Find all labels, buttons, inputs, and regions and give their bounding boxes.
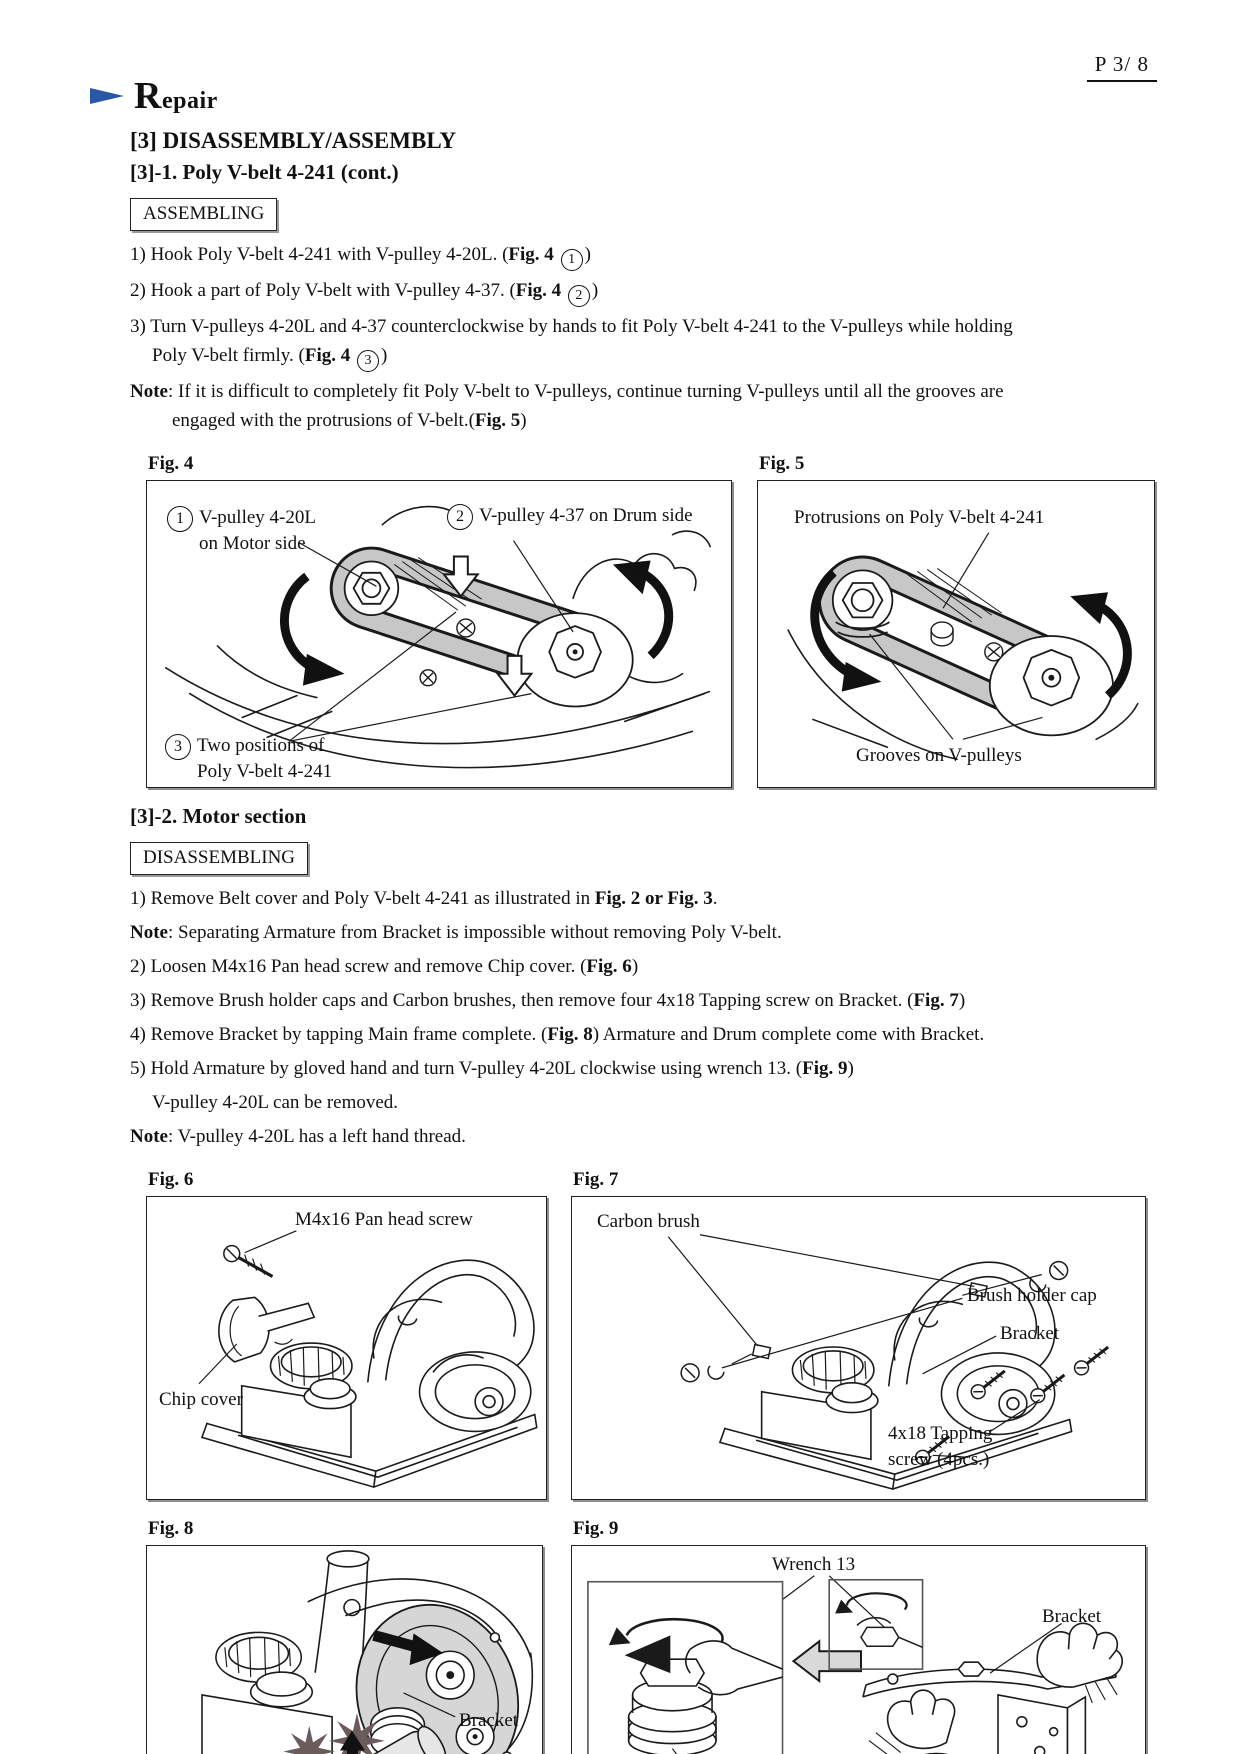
figure-row-8-9: Fig. 8: [146, 1508, 1155, 1754]
disassembling-note-1: Note: Separating Armature from Bracket i…: [130, 922, 782, 943]
repair-header: Repair: [90, 74, 1155, 118]
circled-number: 2: [447, 504, 473, 530]
rotation-arrow-icon: [845, 1592, 908, 1611]
chip-cover-part: [218, 1296, 316, 1363]
figure-9-panel: Wrench 13 V-pulley 4-20L Bracket Armatur…: [571, 1545, 1146, 1754]
figure-5-label-grooves: Grooves on V-pulleys: [856, 745, 1022, 766]
figure-8: Fig. 8: [146, 1508, 543, 1754]
gloved-hand-part: [1036, 1622, 1124, 1704]
belt-position-arrow-icon: [441, 555, 534, 698]
disassembling-step-1: 1) Remove Belt cover and Poly V-belt 4-2…: [130, 888, 718, 909]
figure-4-label-motor: 1 V-pulley 4-20L on Motor side: [167, 505, 316, 557]
figure-7-label-brush-holder-cap: Brush holder cap: [967, 1285, 1097, 1306]
circled-number: 3: [165, 734, 191, 760]
zoom-arrow-icon: [791, 1639, 862, 1684]
brush-bracket-illustration: [667, 1234, 1110, 1490]
chip-cover-illustration: [198, 1230, 538, 1488]
figure-7-caption: Fig. 7: [573, 1169, 619, 1190]
disassembling-step-5-cont: V-pulley 4-20L can be removed.: [152, 1092, 399, 1113]
disassembling-step-5: 5) Hold Armature by gloved hand and turn…: [130, 1058, 854, 1079]
figure-8-panel: Bracket: [146, 1545, 543, 1754]
page-title: Repair: [134, 75, 218, 117]
figure-8-caption: Fig. 8: [148, 1518, 194, 1539]
disassembling-step-4: 4) Remove Bracket by tapping Main frame …: [130, 1024, 985, 1045]
figure-5-label-protrusions: Protrusions on Poly V-belt 4-241: [794, 507, 1045, 528]
figure-7-label-tapping-screw: 4x18 Tapping screw (4pcs.): [888, 1423, 993, 1470]
assembling-steps: 1) Hook Poly V-belt 4-241 with V-pulley …: [130, 240, 1138, 435]
belt-grooves-illustration: [787, 532, 1139, 760]
wrench-pulley-illustration: [587, 1575, 1124, 1754]
disassembling-note-2: Note: V-pulley 4-20L has a left hand thr…: [130, 1126, 466, 1147]
pan-head-screw-part: [223, 1244, 274, 1278]
figure-4-label-drum: 2 V-pulley 4-37 on Drum side: [447, 503, 693, 530]
figure-4: Fig. 4: [146, 443, 732, 788]
figure-7-panel: Carbon brush Brush holder cap Bracket 4x…: [571, 1196, 1146, 1500]
bracket-tapping-illustration: [201, 1550, 534, 1754]
subsection-heading-motor: [3]-2. Motor section: [130, 804, 307, 828]
figure-8-label-bracket: Bracket: [459, 1710, 519, 1731]
figure-4-caption: Fig. 4: [148, 453, 194, 474]
rotation-arrow-icon: [625, 1617, 724, 1642]
figure-5: Fig. 5: [757, 443, 1155, 788]
disassembling-step-3: 3) Remove Brush holder caps and Carbon b…: [130, 990, 966, 1011]
figure-6: Fig. 6: [146, 1159, 547, 1500]
figure-9-caption: Fig. 9: [573, 1518, 619, 1539]
mallet-part: [342, 1725, 447, 1754]
figure-6-label-screw: M4x16 Pan head screw: [295, 1209, 473, 1230]
figure-5-panel: Protrusions on Poly V-belt 4-241 Grooves…: [757, 480, 1155, 788]
planer-belt-illustration: [164, 505, 712, 769]
rotation-arrow-icon: [810, 569, 1132, 699]
tap-direction-arrow-icon: [340, 1730, 365, 1754]
figure-9-label-wrench: Wrench 13: [772, 1554, 856, 1575]
figure-4-panel: 1 V-pulley 4-20L on Motor side 2 V-pulle…: [146, 480, 732, 788]
circled-number: 1: [167, 506, 193, 532]
disassembling-label: DISASSEMBLING: [130, 842, 309, 875]
turn-direction-arrow-icon: [624, 1635, 671, 1674]
figure-6-label-chip-cover: Chip cover: [159, 1389, 243, 1410]
figure-row-4-5: Fig. 4: [146, 443, 1155, 788]
figure-5-caption: Fig. 5: [759, 453, 805, 474]
assembling-note: Note: If it is difficult to completely f…: [130, 381, 1004, 431]
assembling-step-3: 3) Turn V-pulleys 4-20L and 4-37 counter…: [130, 312, 1138, 372]
page-number: P 3/ 8: [1086, 52, 1157, 82]
figure-6-caption: Fig. 6: [148, 1169, 194, 1190]
assembling-step-2: 2) Hook a part of Poly V-belt with V-pul…: [130, 276, 1138, 307]
rotation-arrow-icon: [280, 566, 674, 672]
assembling-label: ASSEMBLING: [130, 198, 278, 231]
tapping-screw-parts: [914, 1345, 1110, 1465]
figure-6-panel: M4x16 Pan head screw Chip cover: [146, 1196, 547, 1500]
disassembling-steps: 1) Remove Belt cover and Poly V-belt 4-2…: [130, 884, 1138, 1151]
figure-4-label-positions: 3 Two positions of Poly V-belt 4-241: [165, 733, 332, 785]
gloved-hand-part: [868, 1689, 956, 1754]
arrow-right-icon: [90, 88, 124, 104]
figure-7: Fig. 7: [571, 1159, 1146, 1500]
figure-7-label-bracket: Bracket: [1000, 1323, 1060, 1344]
assembling-step-1: 1) Hook Poly V-belt 4-241 with V-pulley …: [130, 240, 1138, 271]
disassembling-step-2: 2) Loosen M4x16 Pan head screw and remov…: [130, 956, 639, 977]
section-heading: [3] DISASSEMBLY/ASSEMBLY: [130, 128, 457, 153]
figure-row-6-7: Fig. 6: [146, 1159, 1155, 1500]
figure-7-label-carbon-brush: Carbon brush: [597, 1211, 700, 1232]
drum-complete-part: [997, 1693, 1087, 1754]
figure-9: Fig. 9: [571, 1508, 1146, 1754]
subsection-heading: [3]-1. Poly V-belt 4-241 (cont.): [130, 160, 399, 184]
figure-9-label-bracket: Bracket: [1042, 1606, 1102, 1627]
